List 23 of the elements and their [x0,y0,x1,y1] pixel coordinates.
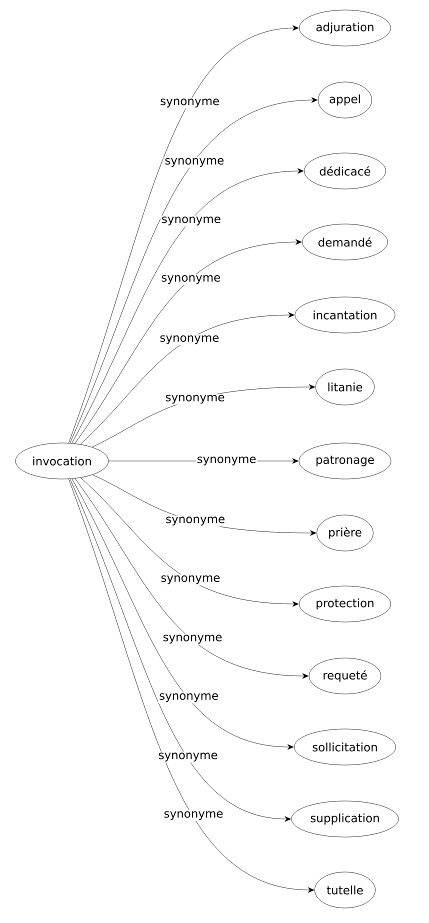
arrow [68,25,299,444]
edge-label: synonyme [164,516,226,527]
arrow [72,478,294,750]
edge-label: synonyme [157,752,219,762]
edge-label: synonyme [162,634,224,645]
edge-label: synonyme [160,574,222,586]
edge-label: synonyme [160,274,222,285]
edge-label: synonyme [162,810,224,822]
edge-label: synonyme [159,98,221,108]
arrow [72,168,304,444]
edge-label: synonyme [164,157,226,168]
edge-label: synonyme [158,692,220,704]
edge-label: synonyme [164,394,226,405]
arrow [70,478,291,822]
arrow [80,477,299,607]
arrow [80,312,294,444]
arrow [74,239,302,444]
edge-label: synonyme [158,334,220,346]
arrow [70,97,318,444]
arrow [68,478,314,893]
edge-label: synonyme [160,216,222,226]
arrow [74,478,309,679]
edge-label: synonyme [196,456,258,466]
